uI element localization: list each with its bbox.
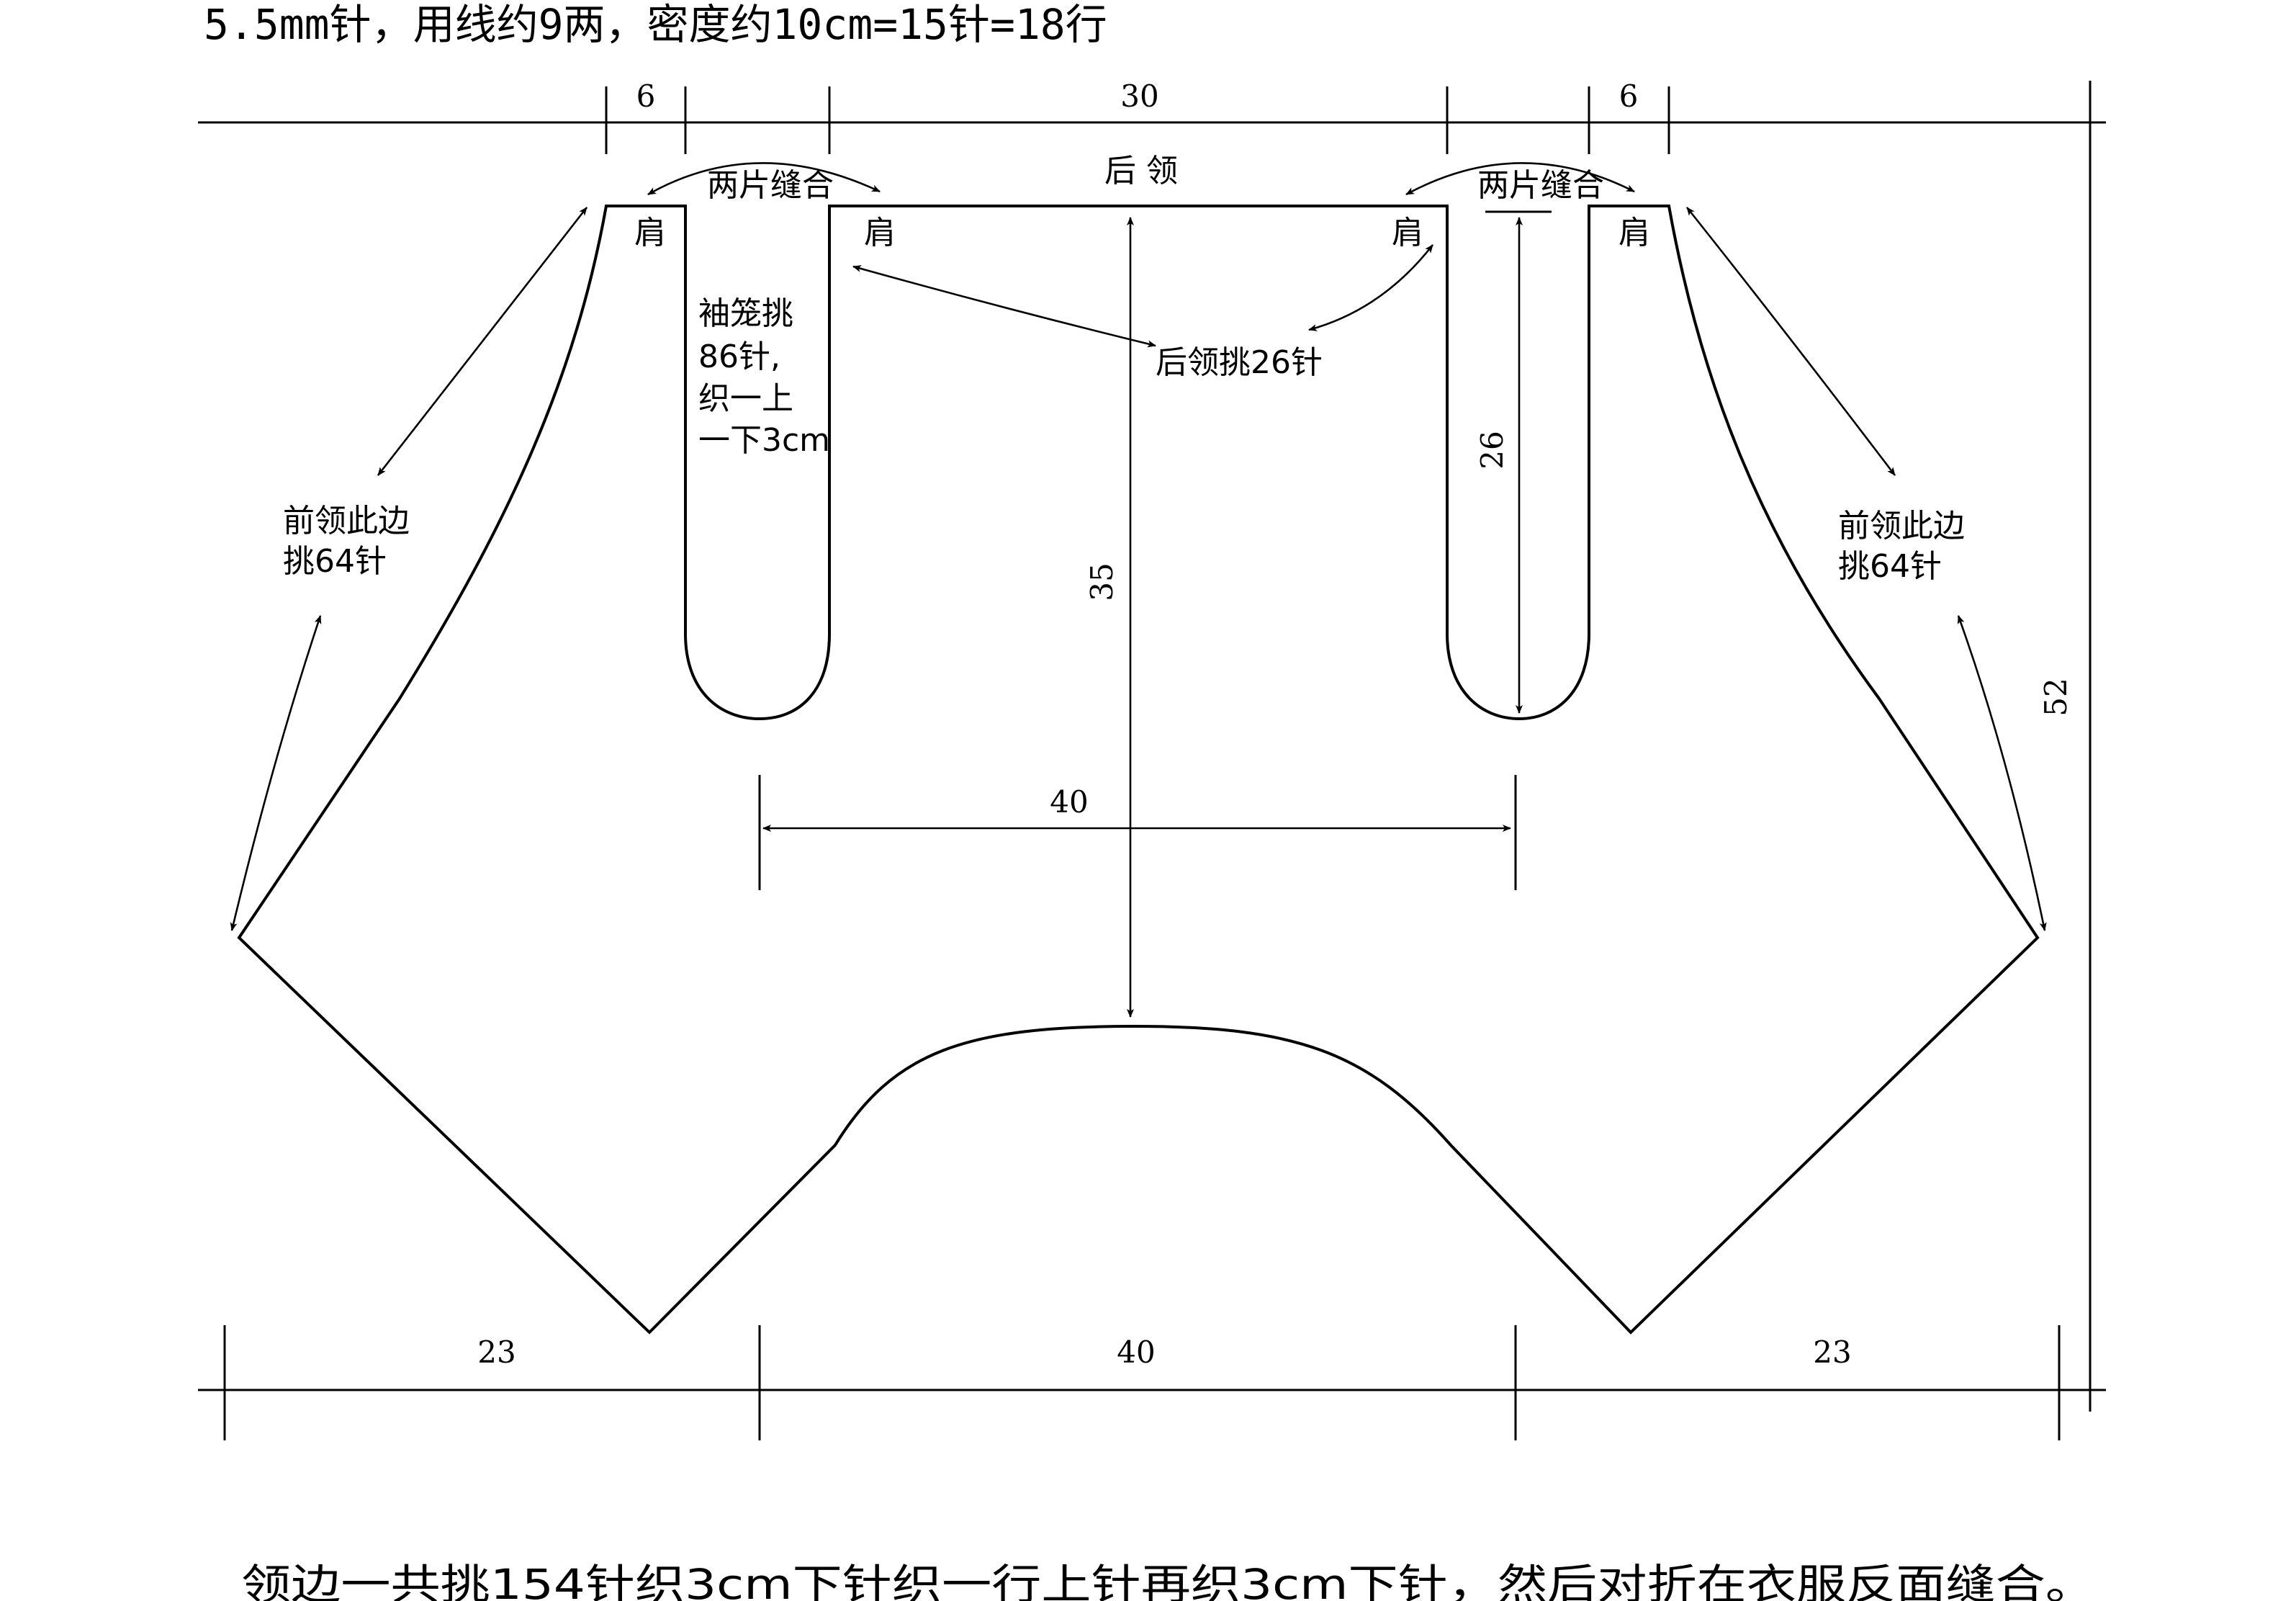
shoulder-label-3: 肩 [1392, 215, 1423, 251]
dim-armhole-depth: 26 [1475, 431, 1510, 469]
sleeve-pickup-note: 袖笼挑 86针, 织一上 一下3cm [698, 295, 830, 459]
dim-top-center: 30 [1120, 79, 1158, 114]
center-width-dimension [758, 775, 1517, 890]
front-collar-note-left: 前领此边 挑64针 [283, 503, 410, 580]
garment-outline [237, 205, 2040, 1335]
footer-note: 领边一共挑154针织3cm下针织一行上针再织3cm下针，然后对折在衣服反面缝合。 [241, 1560, 2095, 1601]
dim-center-height: 35 [1084, 562, 1120, 601]
dim-bottom-left: 23 [477, 1335, 516, 1370]
dim-top-left: 6 [636, 79, 656, 114]
right-dimension-line [2059, 81, 2106, 1412]
sleeve-pickup-line-2: 86针, [698, 338, 780, 375]
sleeve-pickup-line-1: 袖笼挑 [698, 295, 793, 332]
dim-top-right: 6 [1619, 79, 1639, 114]
front-right-arrow-upper [1685, 207, 1896, 476]
back-collar-pickup-label: 后领挑26针 [1156, 344, 1323, 381]
bottom-dimension-lines [198, 1325, 2106, 1440]
dim-center-width: 40 [1050, 784, 1088, 820]
sew-label-left: 两片缝合 [707, 167, 834, 204]
back-collar-label: 后 领 [1104, 153, 1178, 189]
dim-bottom-center: 40 [1117, 1335, 1155, 1370]
front-collar-note-right: 前领此边 挑64针 [1838, 508, 1965, 585]
pattern-title: 5.5mm针，用线约9两，密度约10cm=15针=18行 [204, 0, 1107, 49]
back-collar-arrow-left [852, 265, 1156, 348]
front-left-line-2: 挑64针 [283, 543, 387, 580]
front-left-arrow-upper [377, 207, 588, 476]
front-right-arrow-lower [1957, 615, 2047, 931]
sleeve-pickup-line-3: 织一上 [698, 380, 793, 417]
sew-arc-right [1405, 162, 1635, 196]
dim-total-height: 52 [2038, 678, 2074, 716]
shoulder-label-1: 肩 [634, 215, 666, 251]
front-left-line-1: 前领此边 [283, 503, 410, 539]
back-collar-arrow-right [1308, 244, 1434, 331]
sleeve-pickup-line-4: 一下3cm [698, 422, 830, 459]
shoulder-label-2: 肩 [864, 215, 896, 251]
front-right-line-2: 挑64针 [1838, 548, 1942, 585]
top-dimension-lines [198, 86, 2106, 154]
shoulder-label-4: 肩 [1619, 215, 1650, 251]
front-left-arrow-lower [230, 615, 322, 931]
dim-bottom-right: 23 [1813, 1335, 1851, 1370]
front-right-line-1: 前领此边 [1838, 508, 1965, 544]
sew-arc-left [647, 162, 881, 196]
